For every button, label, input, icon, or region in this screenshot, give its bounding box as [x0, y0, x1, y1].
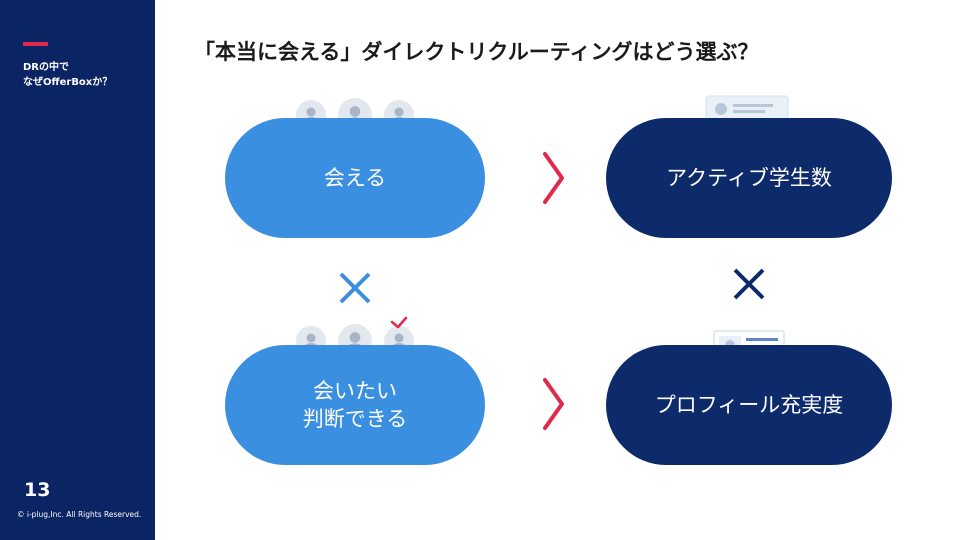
- pill-profile-richness: プロフィール充実度: [606, 345, 892, 465]
- times-icon: [339, 272, 371, 304]
- pill-meet-label: 会える: [323, 166, 387, 190]
- page-title: 「本当に会える」ダイレクトリクルーティングはどう選ぶ？: [194, 40, 759, 64]
- sidebar-accent-bar: [23, 42, 48, 46]
- sidebar-title-line2: なぜOfferBoxか？: [23, 77, 113, 88]
- pill-active-students-label: アクティブ学生数: [666, 166, 832, 190]
- pill-want-to-meet-line2: 判断できる: [302, 407, 408, 431]
- pill-profile-richness-label: プロフィール充実度: [654, 393, 844, 417]
- copyright: © i-plug,Inc. All Rights Reserved.: [17, 510, 142, 519]
- pill-meet: 会える: [225, 118, 485, 238]
- sidebar-section-title: DRの中で なぜOfferBoxか？: [23, 60, 112, 90]
- page-number: 13: [24, 479, 51, 501]
- pill-want-to-meet: 会いたい 判断できる: [225, 345, 485, 465]
- pill-want-to-meet-line1: 会いたい: [313, 379, 397, 403]
- pill-active-students: アクティブ学生数: [606, 118, 892, 238]
- chevron-right-icon: [543, 152, 564, 204]
- sidebar: DRの中で なぜOfferBoxか？ 13 © i-plug,Inc. All …: [0, 0, 155, 540]
- sidebar-title-line1: DRの中で: [23, 62, 70, 73]
- times-icon: [733, 268, 765, 300]
- checkmark-icon: [390, 316, 408, 329]
- chevron-right-icon: [543, 378, 564, 430]
